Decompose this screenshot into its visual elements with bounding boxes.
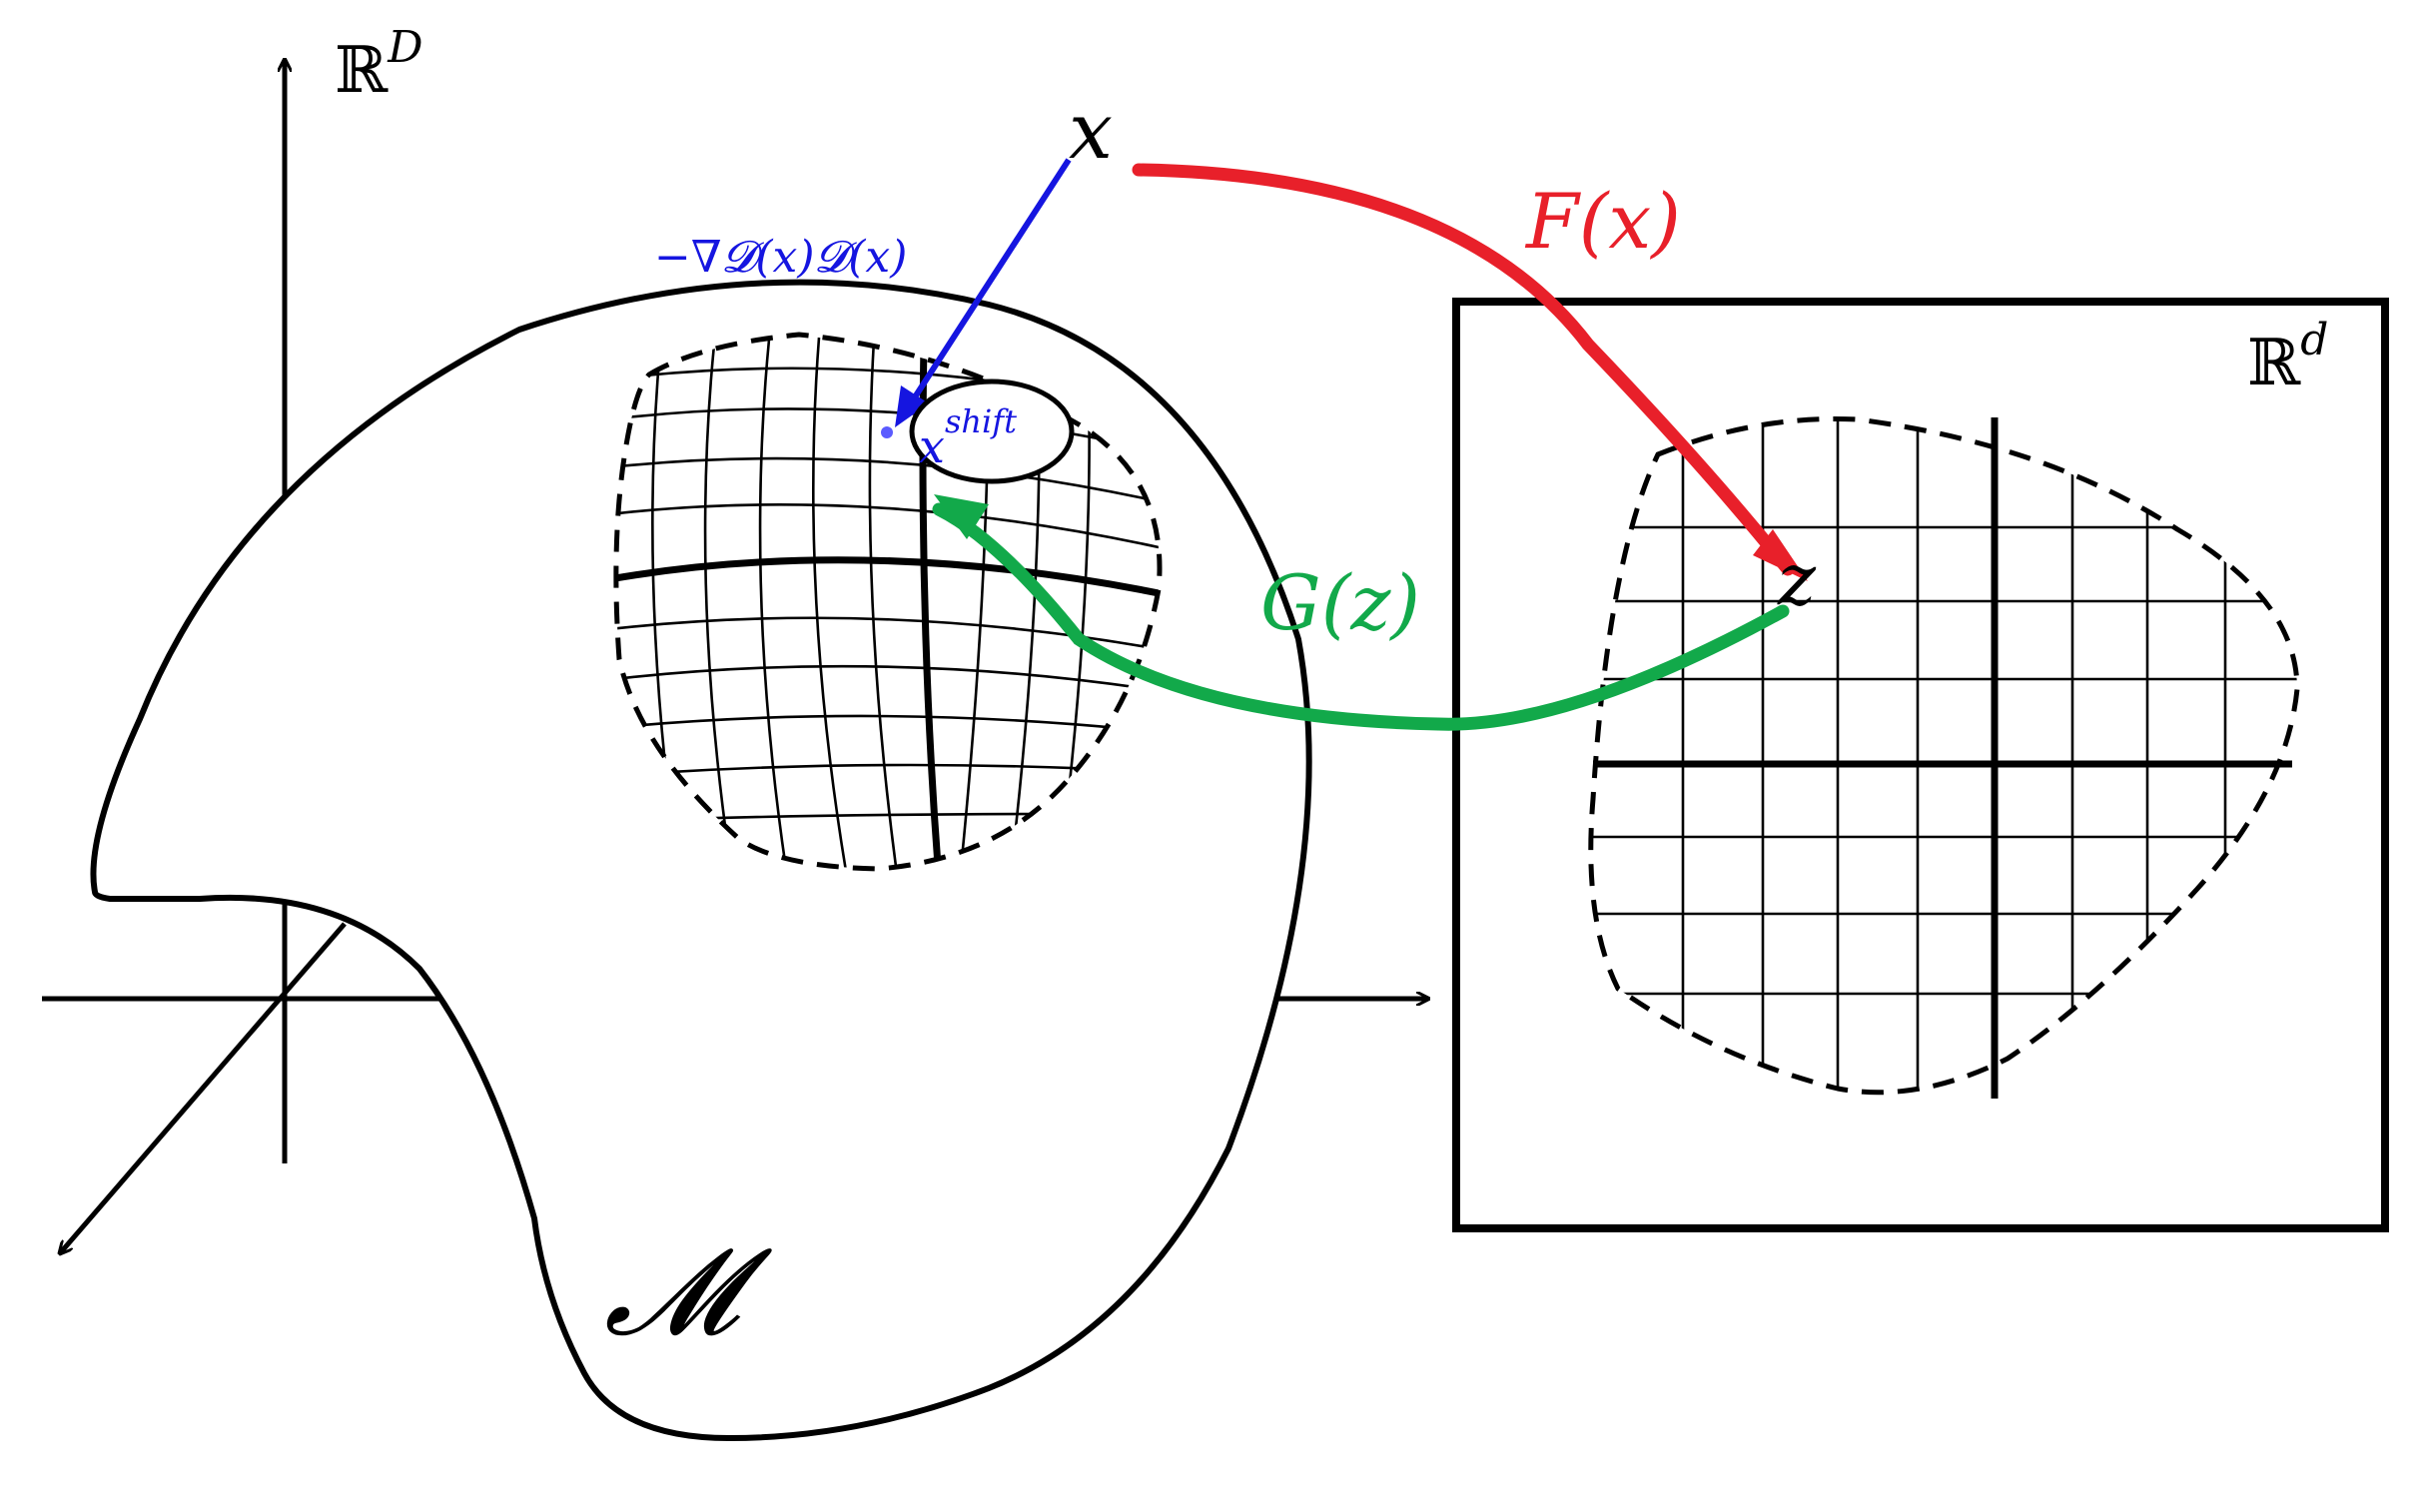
encoder-arrowhead — [1753, 529, 1808, 581]
encoder-label: F(x) — [1524, 177, 1681, 266]
latent-patch-boundary — [1588, 415, 2300, 1096]
ambient-space-label: ℝD — [335, 22, 422, 108]
gradient-arrow — [895, 158, 1072, 427]
depth-axis — [60, 922, 347, 1253]
decoder-arrow — [932, 494, 1790, 731]
decoder-label: G(z) — [1260, 558, 1420, 647]
input-point-label: x — [1069, 87, 1113, 177]
encoder-arrow — [1132, 163, 1808, 581]
shifted-point-label: xshift — [919, 402, 1017, 473]
shifted-point-label-ellipse — [909, 378, 1075, 484]
shifted-point — [881, 426, 893, 438]
latent-space-label: ℝd — [2247, 315, 2328, 400]
patch-boundary — [613, 332, 1163, 872]
gradient-label: −∇𝓓(x)𝓓(x) — [654, 232, 907, 283]
gradient-arrowhead — [895, 385, 929, 427]
decoder-arrowhead — [934, 494, 989, 539]
latent-point-label: z — [1777, 537, 1817, 621]
